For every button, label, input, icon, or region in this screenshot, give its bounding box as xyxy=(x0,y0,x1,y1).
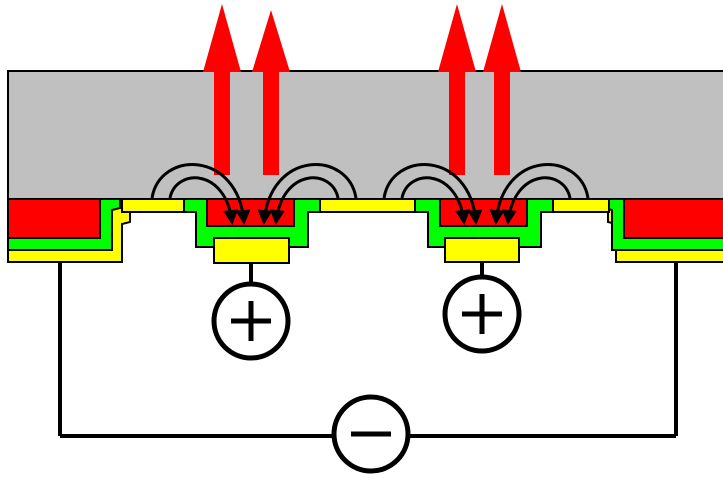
negative-terminal xyxy=(331,394,411,474)
circuit-wires xyxy=(58,262,678,438)
left-electrode-stack xyxy=(7,198,186,263)
field-arc-4-inner xyxy=(501,176,572,225)
surface-strip-middle xyxy=(319,198,416,213)
emission-arrows xyxy=(203,4,521,175)
substrate-layer xyxy=(7,70,723,200)
field-arc-1-outer xyxy=(150,163,251,225)
field-arcs xyxy=(150,163,590,225)
right-electrode-stack xyxy=(556,198,723,263)
field-arc-3-outer xyxy=(382,163,483,225)
emission-arrow-2 xyxy=(252,10,290,175)
left-well xyxy=(183,198,321,264)
field-arc-2-outer xyxy=(257,163,358,225)
surface-strip-left xyxy=(121,198,185,213)
field-arc-1-inner xyxy=(168,176,239,225)
left-contact xyxy=(213,237,290,264)
emission-arrow-4 xyxy=(483,4,521,175)
field-arc-2-inner xyxy=(269,176,340,225)
positive-terminal-right xyxy=(442,274,522,354)
emission-arrow-3 xyxy=(438,4,476,175)
positive-terminal-left xyxy=(211,281,291,361)
emission-arrow-1 xyxy=(203,4,241,175)
surface-strip-right xyxy=(552,198,610,213)
field-arc-4-outer xyxy=(489,163,590,225)
right-well xyxy=(414,198,554,263)
field-arc-3-inner xyxy=(400,176,471,225)
right-contact xyxy=(444,237,520,263)
